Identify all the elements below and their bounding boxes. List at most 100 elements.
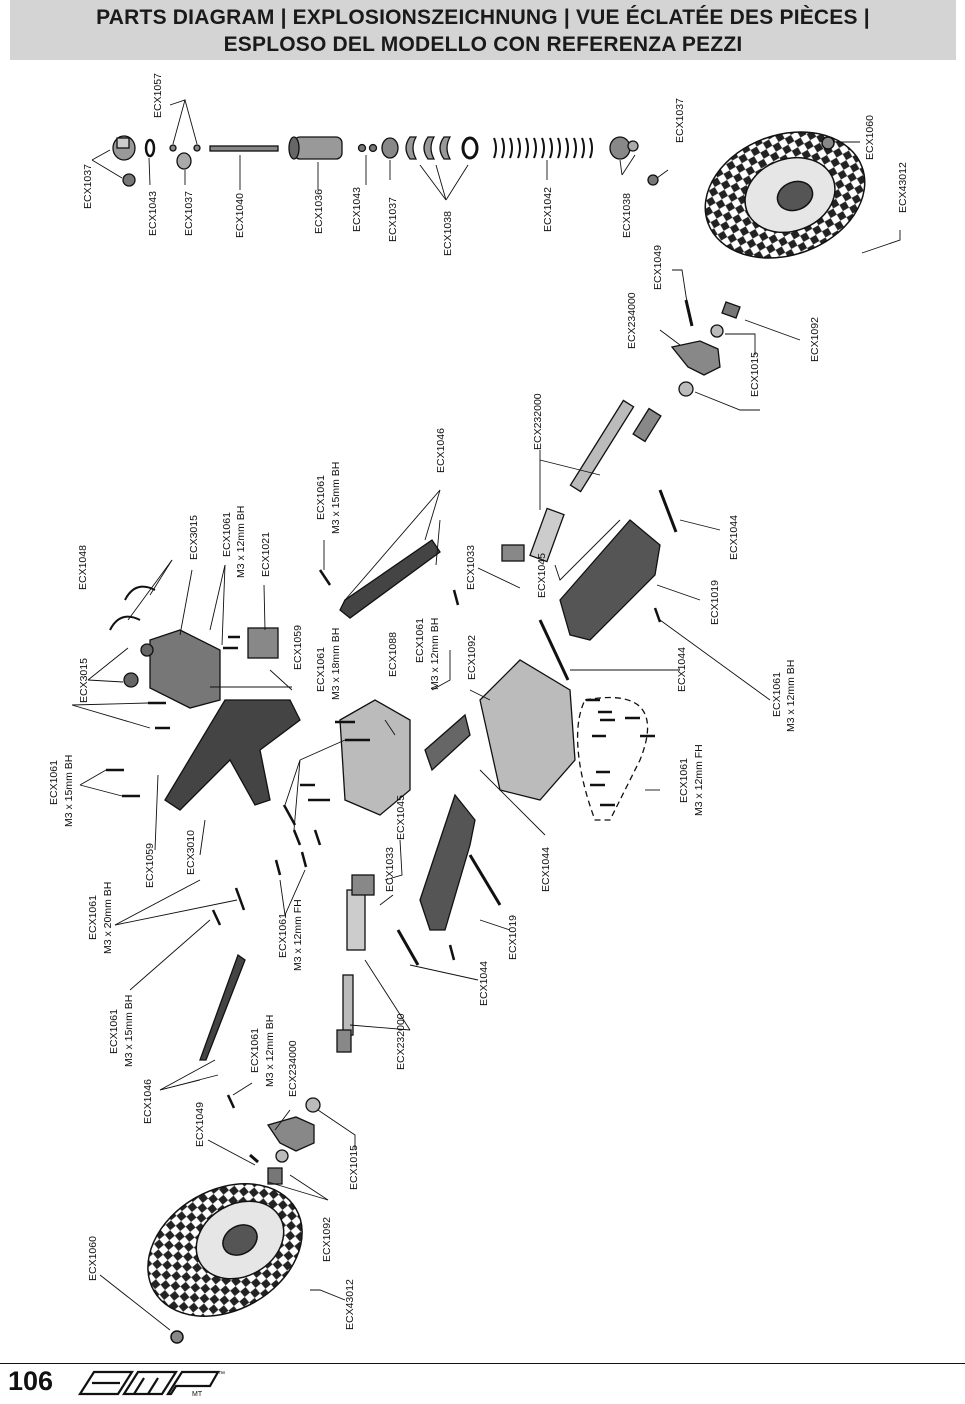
part-label: ECX1044 (676, 647, 688, 692)
part-label: ECX1038 (621, 193, 633, 238)
part-label: ECX43012 (344, 1279, 356, 1330)
part-label: ECX1048 (77, 545, 89, 590)
right-suspension-arm (538, 489, 678, 681)
part-label: ECX234000 (626, 292, 638, 349)
svg-text:MT: MT (192, 1391, 203, 1398)
part-label: ECX1061 (48, 760, 60, 805)
shock-shaft-icon (209, 145, 279, 152)
right-hub-parts (670, 299, 741, 397)
left-hub-parts (249, 1097, 321, 1185)
part-label: ECX1044 (478, 961, 490, 1006)
part-label: ECX1046 (142, 1079, 154, 1124)
shock-cap-icon (112, 135, 136, 161)
hex-hub-icon (721, 301, 741, 319)
chassis-plate (339, 659, 649, 821)
part-label: ECX1061 (678, 758, 690, 803)
part-label: ECX3015 (78, 658, 90, 703)
title-line-1: PARTS DIAGRAM | EXPLOSIONSZEICHNUNG | VU… (96, 6, 870, 29)
part-label: ECX1057 (152, 73, 164, 118)
hub-carrier-icon (670, 340, 721, 376)
right-drive-shaft (501, 399, 662, 563)
part-label: M3 x 12mm FH (693, 744, 705, 816)
part-label: ECX1044 (728, 515, 740, 560)
part-label: ECX232000 (532, 393, 544, 450)
part-label: ECX1037 (183, 191, 195, 236)
left-suspension-arm (396, 793, 502, 966)
bearing-icon (710, 324, 724, 338)
shock-end-icon (609, 136, 639, 160)
part-label: ECX1049 (652, 245, 664, 290)
part-label: ECX1042 (542, 187, 554, 232)
part-label: ECX1049 (194, 1102, 206, 1147)
part-labels: ECX1037 ECX1043 ECX1037 ECX1057 ECX1040 … (48, 73, 909, 1330)
part-label: ECX1059 (292, 625, 304, 670)
part-label: ECX1037 (387, 197, 399, 242)
part-label: ECX1043 (351, 187, 363, 232)
title-line-2: ESPLOSO DEL MODELLO CON REFERENZA PEZZI (223, 33, 743, 56)
part-label: ECX1045 (536, 553, 548, 598)
part-label: ECX1088 (387, 632, 399, 677)
part-label: ECX1059 (144, 843, 156, 888)
part-label: ECX1061 (87, 895, 99, 940)
part-label: ECX1033 (384, 847, 396, 892)
part-label: ECX1061 (315, 647, 327, 692)
leader-lines (71, 99, 901, 1331)
shock-cap-nut-icon (122, 173, 136, 187)
part-label: ECX232000 (395, 1013, 407, 1070)
o-ring-icon (144, 138, 156, 158)
part-label: ECX3010 (185, 830, 197, 875)
part-label: ECX1037 (674, 98, 686, 143)
part-label: ECX234000 (287, 1040, 299, 1097)
part-label: ECX1040 (234, 193, 246, 238)
part-label: ECX1061 (277, 913, 289, 958)
part-label: ECX1015 (749, 352, 761, 397)
part-label: ECX1019 (709, 580, 721, 625)
part-label: M3 x 12mm BH (785, 660, 797, 732)
part-label: ECX1092 (809, 317, 821, 362)
part-label: ECX1060 (864, 115, 876, 160)
part-label: ECX1060 (87, 1236, 99, 1281)
part-label: ECX1015 (348, 1145, 360, 1190)
wheel-nut-icon (170, 1330, 184, 1344)
part-label: ECX1061 (221, 512, 233, 557)
part-label: ECX1019 (507, 915, 519, 960)
amp-logo-icon: MT ™ (77, 1370, 225, 1398)
part-label: ECX1061 (771, 672, 783, 717)
part-label: M3 x 15mm BH (63, 755, 75, 827)
part-label: ECX3015 (188, 515, 200, 560)
footer-rule (0, 1363, 965, 1364)
screws (106, 569, 662, 1109)
part-label: ECX1038 (442, 211, 454, 256)
wheel-tire-right (704, 131, 866, 259)
part-label: ECX1092 (321, 1217, 333, 1262)
small-ring-icon (169, 144, 201, 152)
seal-icon (357, 143, 378, 153)
part-label: M3 x 12mm BH (429, 618, 441, 690)
part-label: ECX1046 (435, 428, 447, 473)
wheel-tire-left (147, 1183, 303, 1344)
part-label: ECX1061 (315, 475, 327, 520)
part-label: ECX1092 (466, 635, 478, 680)
front-shock-tower (109, 585, 301, 811)
left-drive-shaft (336, 874, 375, 1053)
part-label: ECX1061 (249, 1028, 261, 1073)
svg-text:™: ™ (218, 1371, 225, 1378)
bearing-icon (678, 381, 694, 397)
part-label: ECX1021 (260, 532, 272, 577)
diagram-title-bar: PARTS DIAGRAM | EXPLOSIONSZEICHNUNG | VU… (10, 0, 956, 60)
part-label: M3 x 18mm BH (330, 628, 342, 700)
part-label: M3 x 12mm BH (264, 1015, 276, 1087)
wheel-nut-icon (821, 136, 835, 150)
part-label: M3 x 20mm BH (102, 882, 114, 954)
part-label: ECX1044 (540, 847, 552, 892)
part-label: ECX1037 (82, 164, 94, 209)
part-label: ECX1033 (465, 545, 477, 590)
camber-links (199, 539, 441, 1061)
part-label: M3 x 12mm BH (235, 506, 247, 578)
part-label: M3 x 15mm BH (123, 995, 135, 1067)
bushing-icon (176, 152, 192, 170)
shock-body-icon (288, 136, 343, 160)
shock-parts-row (112, 135, 659, 187)
part-label: ECX1061 (108, 1009, 120, 1054)
